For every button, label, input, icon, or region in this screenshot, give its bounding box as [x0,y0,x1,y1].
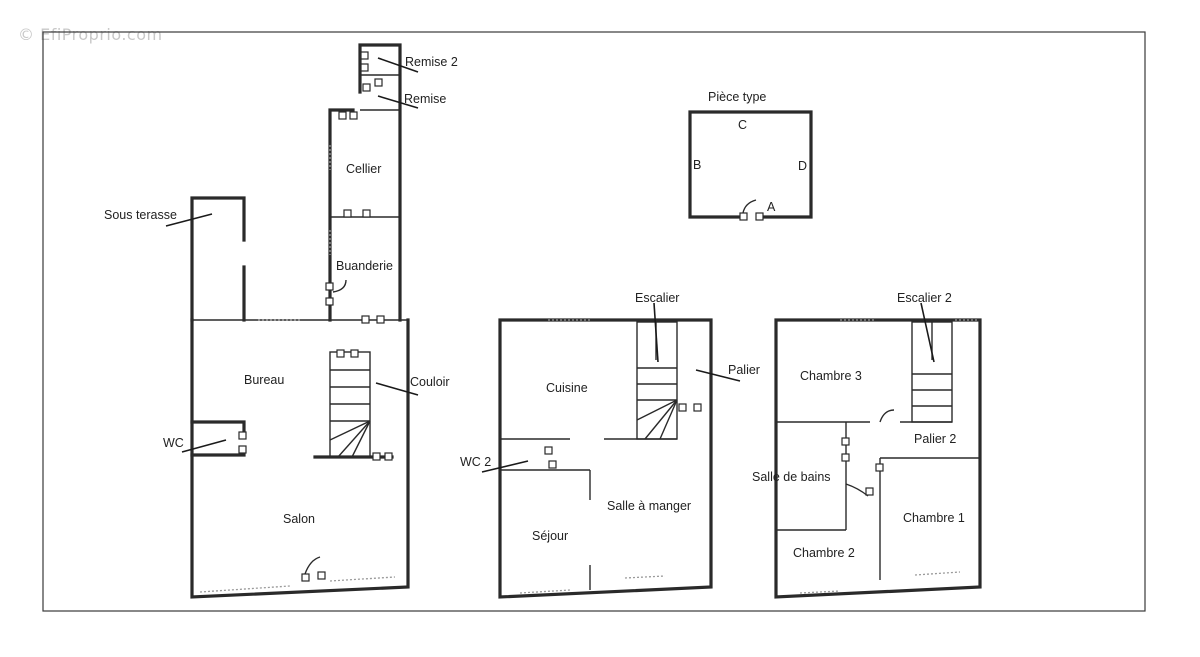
watermark: © EfiProprio.com [18,25,163,44]
room-label-chambre-3: Chambre 3 [800,369,862,383]
ground-outer-wall [190,318,410,599]
legend-side-b: B [693,158,701,172]
room-label-sous-terasse: Sous terasse [104,208,177,222]
room-label-bureau: Bureau [244,373,284,387]
room-label-buanderie: Buanderie [336,259,393,273]
second-outer-wall [774,318,982,599]
second-floor: Escalier 2 Chambre 3 Palier 2 Salle de b… [752,291,982,599]
legend-side-d: D [798,159,807,173]
room-label-escalier: Escalier [635,291,679,305]
room-label-palier: Palier [728,363,760,377]
first-floor: Escalier Palier Cuisine WC 2 Salle à man… [460,291,760,599]
legend-side-c: C [738,118,747,132]
room-label-salon: Salon [283,512,315,526]
legend-typical-room: Pièce type C B D A [688,90,813,221]
ground-floor: Remise 2 Remise Cellier Buanderie Sous t… [104,43,458,599]
legend-room-walls [688,110,813,219]
room-label-palier-2: Palier 2 [914,432,956,446]
room-label-remise: Remise [404,92,446,106]
room-label-wc: WC [163,436,184,450]
room-label-cuisine: Cuisine [546,381,588,395]
room-label-escalier-2: Escalier 2 [897,291,952,305]
room-label-salle-de-bains: Salle de bains [752,470,831,484]
sous-terasse-wall [190,196,246,322]
wc-wall [190,420,246,434]
room-label-cellier: Cellier [346,162,381,176]
room-label-salle-a-manger: Salle à manger [607,499,691,513]
room-label-couloir: Couloir [410,375,450,389]
annex-wall-right [358,43,402,322]
room-label-sejour: Séjour [532,529,568,543]
legend-title: Pièce type [708,90,766,104]
room-label-remise-2: Remise 2 [405,55,458,69]
plan-frame [42,31,1146,612]
room-label-chambre-1: Chambre 1 [903,511,965,525]
room-label-chambre-2: Chambre 2 [793,546,855,560]
room-label-wc-2: WC 2 [460,455,491,469]
first-outer-wall [498,318,713,599]
legend-side-a: A [767,200,776,214]
